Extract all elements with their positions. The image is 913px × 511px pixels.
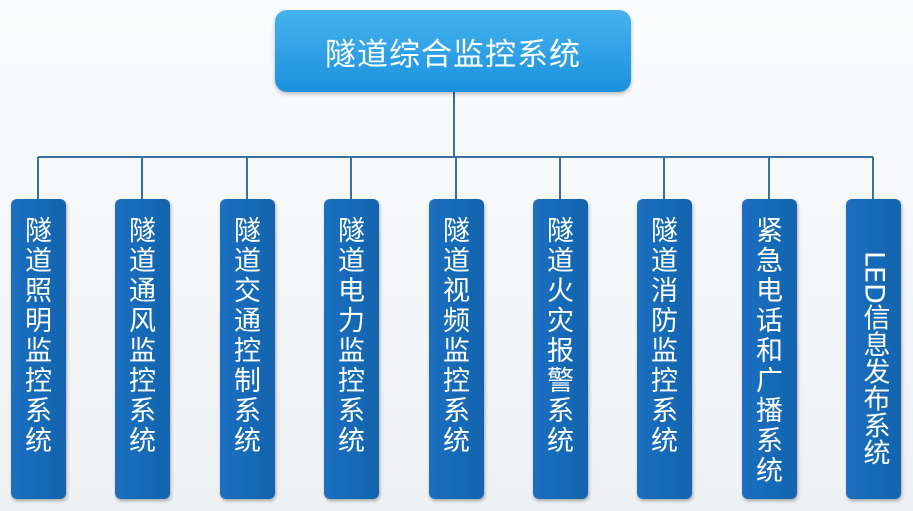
child-node-label: 隧道电力监控系统 (338, 216, 365, 457)
child-node-fire-alarm: 隧道火灾报警系统 (533, 199, 588, 499)
child-node-label: 隧道消防监控系统 (651, 216, 678, 457)
child-node-label: 隧道交通控制系统 (234, 216, 261, 457)
child-node-led-info: LED信息发布系统 (846, 199, 901, 499)
child-node-label: 隧道照明监控系统 (25, 216, 52, 457)
child-node-fire-fighting: 隧道消防监控系统 (637, 199, 692, 499)
child-node-traffic: 隧道交通控制系统 (220, 199, 275, 499)
child-node-video: 隧道视频监控系统 (429, 199, 484, 499)
child-node-label: 隧道通风监控系统 (129, 216, 156, 457)
child-node-label: 隧道视频监控系统 (443, 216, 470, 457)
child-node-label: 紧急电话和广播系统 (756, 216, 783, 487)
child-node-power: 隧道电力监控系统 (324, 199, 379, 499)
child-node-label: 隧道火灾报警系统 (547, 216, 574, 457)
root-node-label: 隧道综合监控系统 (325, 36, 581, 73)
root-node: 隧道综合监控系统 (275, 10, 631, 92)
child-node-emergency-phone: 紧急电话和广播系统 (742, 199, 797, 499)
child-node-lighting: 隧道照明监控系统 (11, 199, 66, 499)
child-node-label: LED信息发布系统 (858, 250, 890, 466)
child-node-ventilation: 隧道通风监控系统 (115, 199, 170, 499)
